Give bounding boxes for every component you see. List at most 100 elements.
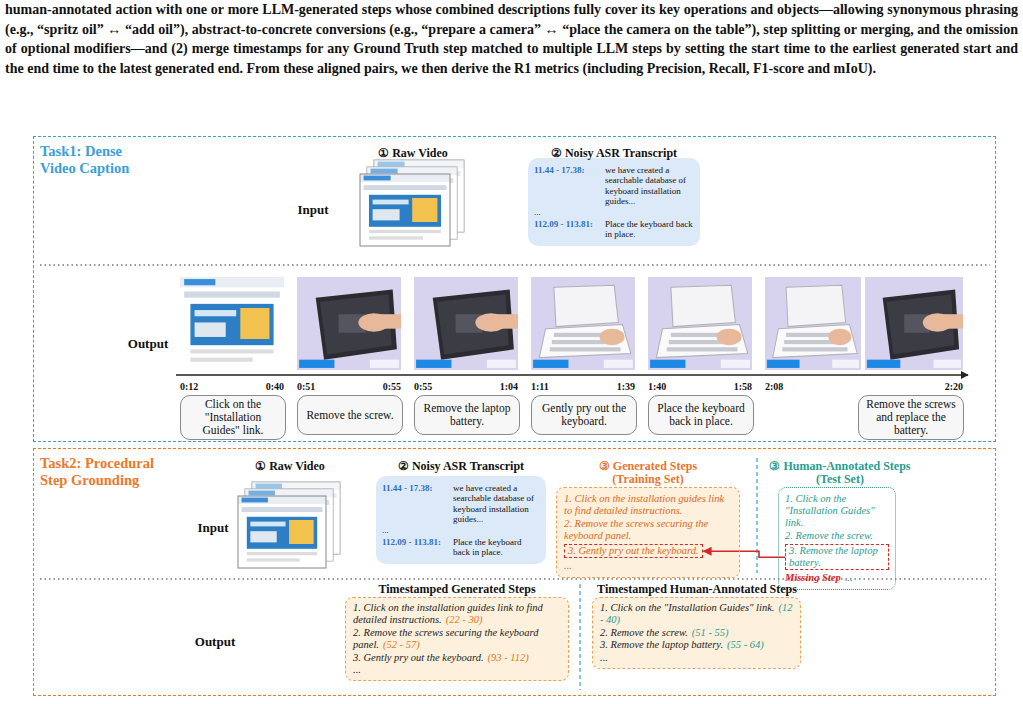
text-line: 11.44 - 17.38:we have created a searchab… bbox=[534, 165, 694, 206]
illustration-shape bbox=[238, 496, 326, 568]
caption-box: Remove the laptop battery. bbox=[414, 395, 520, 435]
illustration-shape bbox=[245, 489, 333, 561]
text-line: Task1: Dense Video Caption bbox=[40, 143, 140, 176]
text-line: 3. Gently pry out the keyboard. bbox=[568, 545, 699, 556]
node-text: (55 - 64) bbox=[727, 639, 764, 650]
label-text: ③ Human-Annotated Steps bbox=[769, 459, 910, 474]
node-text: 2. Remove the screws securing the keyboa… bbox=[564, 518, 708, 541]
node-text: Place the keyboard back in place. bbox=[453, 537, 540, 558]
node-text: 3. Gently pry out the keyboard. bbox=[353, 652, 484, 663]
label-text: ① Raw Video bbox=[378, 146, 448, 161]
illustration-shape bbox=[180, 277, 284, 370]
video-stack bbox=[360, 160, 464, 246]
node-text: Remove the screws and replace the batter… bbox=[866, 398, 955, 436]
text-line: 2. Remove the screws securing the keyboa… bbox=[564, 518, 732, 542]
illustration-shape bbox=[252, 482, 340, 554]
label-text: 1:11 bbox=[531, 381, 549, 392]
step-highlight-box: 3. Gently pry out the keyboard. bbox=[564, 544, 703, 558]
illustration-shape bbox=[374, 160, 464, 232]
step-list-box: 1. Click on the installation guides link… bbox=[556, 487, 740, 578]
node-text: (93 - 112) bbox=[488, 652, 529, 663]
box-fill bbox=[593, 598, 800, 668]
video-frames bbox=[180, 277, 963, 370]
label-text: ② Noisy ASR Transcript bbox=[551, 146, 677, 161]
text-line: ... bbox=[600, 652, 793, 664]
caption-box: Click on the "Installation Guides" link. bbox=[180, 395, 286, 440]
node-text: 2. Remove the screw. bbox=[785, 530, 873, 541]
node-text: 3. Remove the laptop battery. bbox=[600, 639, 723, 650]
label-text: ① Raw Video bbox=[255, 459, 325, 474]
node-text: Task1: Dense Video Caption bbox=[40, 143, 129, 176]
box-fill bbox=[346, 598, 568, 680]
video-stack bbox=[238, 482, 340, 568]
text-line: Task2: Procedural Step Grounding bbox=[40, 455, 162, 488]
illustration-shape bbox=[245, 489, 333, 561]
label-text: 1:40 bbox=[648, 381, 666, 392]
label-text: ② Noisy ASR Transcript bbox=[398, 459, 524, 474]
node-text: (51 - 55) bbox=[692, 627, 729, 638]
node-text: ... bbox=[382, 525, 448, 535]
text-line: 11.44 - 17.38:we have created a searchab… bbox=[382, 483, 540, 524]
transcript-box: 11.44 - 17.38:we have created a searchab… bbox=[528, 158, 700, 246]
illustration-shape bbox=[360, 174, 450, 246]
node-text: ... bbox=[534, 207, 600, 217]
label-text: Timestamped Generated Steps bbox=[378, 582, 535, 597]
text-line: ... bbox=[564, 560, 732, 572]
label-text: 0:12 bbox=[180, 381, 198, 392]
text-line: Remove the laptop battery. bbox=[420, 402, 514, 428]
node-text: ... bbox=[600, 652, 608, 663]
node-text: Place the keyboard back in place. bbox=[657, 402, 745, 427]
node-text: Remove the laptop battery. bbox=[424, 402, 511, 427]
transcript-box: 11.44 - 17.38:we have created a searchab… bbox=[376, 476, 546, 564]
illustration-shape bbox=[367, 167, 457, 239]
illustration-shape bbox=[865, 277, 963, 370]
node-text: 112.09 - 113.81: bbox=[382, 537, 448, 558]
node-text: we have created a searchable database of… bbox=[605, 165, 694, 206]
text-line: 112.09 - 113.81:Place the keyboard back … bbox=[382, 537, 540, 558]
node-text: 1. Click on the installation guides link… bbox=[564, 493, 724, 516]
node-text: 2. Remove the screws securing the keyboa… bbox=[353, 627, 539, 650]
illustration-shape bbox=[765, 277, 861, 370]
divider bbox=[756, 458, 757, 573]
node-text: Click on the "Installation Guides" link. bbox=[203, 398, 264, 436]
text-line: 3. Gently pry out the keyboard. bbox=[564, 543, 732, 559]
illustration-shape bbox=[648, 277, 752, 370]
text-line: 2. Remove the screws securing the keyboa… bbox=[353, 627, 561, 652]
node-text: 11.44 - 17.38: bbox=[534, 165, 600, 206]
caption-box: Remove the screw. bbox=[297, 395, 403, 435]
text-line: Missing Step... bbox=[785, 572, 889, 584]
label-text: ③ Generated Steps bbox=[599, 459, 697, 474]
caption-box: Gently pry out the keyboard. bbox=[531, 395, 637, 435]
label-text: Input bbox=[197, 520, 228, 536]
text-line: Remove the screws and replace the batter… bbox=[864, 398, 958, 437]
text-line: Click on the "Installation Guides" link. bbox=[186, 398, 280, 437]
text-line: 112.09 - 113.81:Place the keyboard back … bbox=[534, 219, 694, 240]
node-text: 1. Click on the "Installation Guides" li… bbox=[600, 602, 774, 613]
label-text: 0:55 bbox=[414, 381, 432, 392]
node-text: Remove the screw. bbox=[306, 409, 393, 421]
node-text: we have created a searchable database of… bbox=[453, 483, 540, 524]
text-line: 1. Click on the "Installation Guides" li… bbox=[785, 493, 889, 529]
text-line: 1. Click on the installation guides link… bbox=[353, 602, 561, 627]
illustration-shape bbox=[414, 277, 518, 370]
step-list-box: 1. Click on the "Installation Guides" li… bbox=[778, 487, 896, 590]
text-line: 1. Click on the "Installation Guides" li… bbox=[600, 602, 793, 627]
label-text: 2:20 bbox=[945, 381, 963, 392]
label-text: 1:39 bbox=[617, 381, 635, 392]
node-text: 2. Remove the screw. bbox=[600, 627, 688, 638]
text-line: 3. Gently pry out the keyboard. (93 - 112… bbox=[353, 652, 561, 664]
node-text: Gently pry out the keyboard. bbox=[542, 402, 626, 427]
label-text: 0:51 bbox=[297, 381, 315, 392]
text-line: 2. Remove the screw. bbox=[785, 530, 889, 542]
text-line: Gently pry out the keyboard. bbox=[537, 402, 631, 428]
node-text: Place the keyboard back in place. bbox=[605, 219, 694, 240]
illustration-shape bbox=[238, 496, 326, 568]
illustration-shape bbox=[531, 277, 635, 370]
label-text: Output bbox=[128, 336, 168, 352]
text-line: ... bbox=[382, 525, 540, 535]
text-line: Place the keyboard back in place. bbox=[654, 402, 748, 428]
timestamped-steps-box: 1. Click on the installation guides link… bbox=[345, 597, 569, 681]
